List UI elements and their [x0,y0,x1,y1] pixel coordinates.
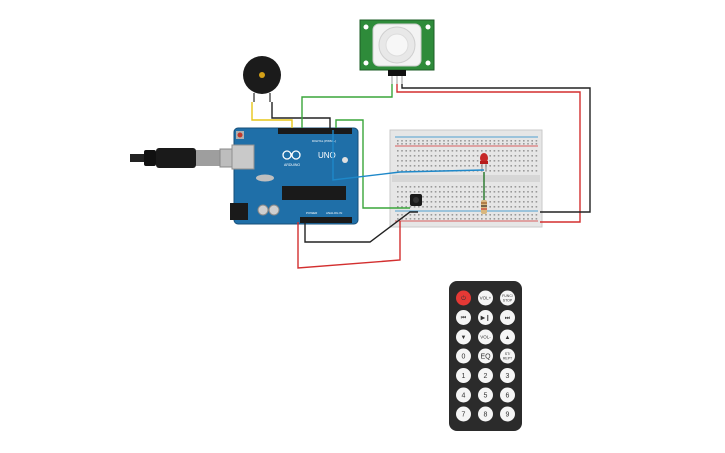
wire-red-power [297,221,401,269]
wire-blue-led [332,130,485,181]
remote-button-label: 9 [506,411,510,418]
arduino-brand-label: ARDUINO [284,163,300,167]
remote-button-4[interactable]: 4 [456,387,471,403]
piezo-buzzer[interactable] [243,56,281,102]
remote-button-label: STOP [503,298,513,302]
arduino-uno-board[interactable]: UNO ARDUINO POWER ANALOG IN DIGITAL (PWM… [230,127,359,225]
remote-button-8[interactable]: 8 [478,406,493,422]
remote-button-label: VOL- [480,335,491,340]
wire-yellow [251,102,293,128]
play-pause-icon: ▶❙ [481,315,491,322]
remote-button-label: 5 [484,392,488,399]
remote-button-up[interactable]: ▲ [500,329,515,345]
arduino-digital-label: DIGITAL (PWM ~) [312,139,336,143]
wire-black-buzzer [271,102,331,128]
arduino-analog-label: ANALOG IN [326,211,342,215]
up-arrow-icon: ▲ [505,335,511,341]
remote-button-label: 3 [506,373,510,380]
remote-button-vol-minus[interactable]: VOL- [478,329,493,345]
remote-button-0[interactable]: 0 [456,348,471,364]
wire-green-pir [301,84,393,128]
rewind-icon: ⏮ [461,316,467,322]
remote-button-prev[interactable]: ⏮ [456,310,471,325]
remote-button-next[interactable]: ⏭ [500,310,515,325]
remote-button-label: 8 [484,411,488,418]
remote-button-st-rept[interactable]: ST/REPT [500,348,515,364]
red-led[interactable] [480,153,488,170]
remote-button-5[interactable]: 5 [478,387,493,403]
wire-green-ir [335,119,410,209]
remote-button-3[interactable]: 3 [500,368,515,383]
remote-button-label: 4 [462,392,466,399]
remote-button-9[interactable]: 9 [500,406,515,422]
arduino-uno-label: UNO [318,151,336,160]
wire-black-ground [304,211,418,243]
remote-button-label: 6 [506,392,510,399]
ir-remote[interactable]: ⏻ VOL+ FUNC/STOP ⏮ ▶❙ ⏭ ▼ VOL- ▲ 0 EQ ST/REPT 1 2 3 4 5 6… [449,281,522,431]
arduino-logo: UNO ARDUINO [282,150,336,167]
remote-button-down[interactable]: ▼ [456,329,471,345]
remote-button-7[interactable]: 7 [456,406,471,422]
remote-button-1[interactable]: 1 [456,368,471,383]
breadboard[interactable] [389,129,543,228]
remote-button-vol-plus[interactable]: VOL+ [478,290,493,306]
remote-button-2[interactable]: 2 [478,368,493,383]
remote-button-label: ST/ [505,352,510,356]
wire-red-pir-vcc [396,84,581,223]
wire-black-pir-gnd [401,84,591,213]
remote-button-grid: ⏻ VOL+ FUNC/STOP ⏮ ▶❙ ⏭ ▼ VOL- ▲ 0 EQ ST/REPT 1 2 3 4 5 6… [456,290,515,422]
remote-button-label: EQ [480,353,491,360]
remote-button-label: VOL+ [480,296,492,301]
resistor[interactable] [481,172,487,214]
remote-button-6[interactable]: 6 [500,387,515,403]
arduino-power-label: POWER [306,211,318,215]
remote-button-label: 2 [484,373,488,380]
down-arrow-icon: ▼ [461,335,467,341]
remote-button-label: 1 [462,373,466,380]
remote-button-label: REPT [503,356,513,360]
fast-forward-icon: ⏭ [505,316,511,322]
pir-motion-sensor[interactable] [359,19,435,84]
power-icon: ⏻ [461,295,466,302]
remote-button-func-stop[interactable]: FUNC/STOP [500,290,515,306]
remote-button-eq[interactable]: EQ [478,348,493,364]
remote-button-power[interactable]: ⏻ [456,290,471,306]
remote-button-label: 7 [462,411,466,418]
remote-button-play-pause[interactable]: ▶❙ [478,310,493,325]
ir-receiver[interactable] [410,194,422,206]
usb-cable [130,148,247,168]
breadboard-holes [397,140,538,220]
remote-button-label: 0 [462,353,466,360]
remote-button-label: FUNC/ [502,294,513,298]
wires [251,84,591,269]
